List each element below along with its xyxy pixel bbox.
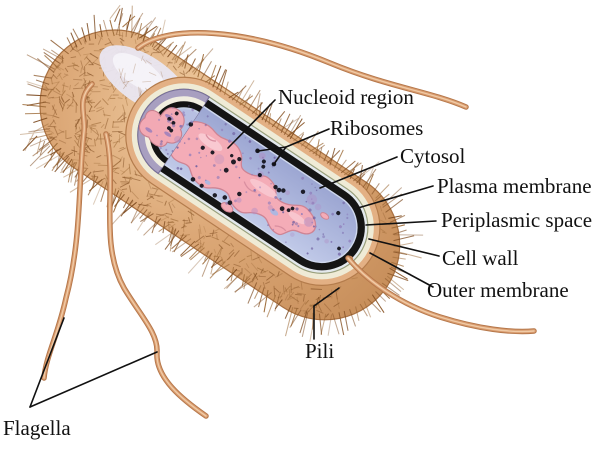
flagella-group bbox=[41, 30, 537, 419]
cell-body bbox=[19, 4, 424, 342]
nucleoid bbox=[169, 121, 330, 236]
leader-ribosomes-branch-1 bbox=[273, 146, 287, 165]
cross-section-rings bbox=[137, 88, 211, 175]
leader-nucleoid-region bbox=[227, 99, 276, 149]
label-periplasmic-space: Periplasmic space bbox=[441, 208, 592, 232]
surface-texture bbox=[42, 32, 391, 318]
flagellum-right bbox=[345, 255, 537, 335]
leader-lines bbox=[29, 99, 440, 408]
label-cell-wall: Cell wall bbox=[442, 246, 519, 270]
cytoplasm-speckles bbox=[156, 105, 352, 256]
leader-pili-branch bbox=[313, 287, 340, 307]
leader-cytosol bbox=[319, 156, 398, 189]
label-plasma-membrane: Plasma membrane bbox=[437, 174, 592, 198]
leader-plasma-membrane bbox=[357, 185, 434, 209]
label-outer-membrane: Outer membrane bbox=[427, 278, 569, 302]
dome-nucleoid bbox=[138, 107, 185, 148]
leader-ribosomes bbox=[285, 128, 330, 148]
label-pili: Pili bbox=[305, 339, 334, 363]
flagellum-top bbox=[135, 30, 469, 110]
label-nucleoid-region: Nucleoid region bbox=[278, 85, 414, 109]
leader-periplasmic-space bbox=[365, 220, 437, 226]
label-ribosomes: Ribosomes bbox=[330, 116, 423, 140]
flagellum-left bbox=[41, 81, 95, 381]
leader-cell-wall bbox=[368, 238, 440, 257]
label-flagella: Flagella bbox=[3, 416, 71, 440]
flagellum-middle bbox=[103, 131, 209, 419]
leader-outer-membrane bbox=[369, 252, 434, 288]
leader-flagella-1 bbox=[29, 317, 65, 408]
pili-fuzz bbox=[19, 4, 424, 342]
leader-ribosomes-branch-2 bbox=[257, 146, 287, 152]
leader-flagella-2 bbox=[29, 351, 158, 408]
label-cytosol: Cytosol bbox=[400, 144, 466, 168]
labels: Nucleoid region Ribosomes Cytosol Plasma… bbox=[3, 85, 592, 440]
